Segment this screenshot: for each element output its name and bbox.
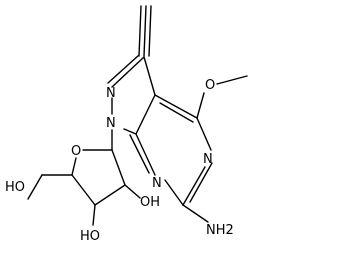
bond-c3a-c4-double	[159, 102, 194, 123]
bond-c3-n2-double	[107, 54, 140, 84]
bond-alkyne-1	[138, 5, 142, 57]
bond-c4-o	[196, 92, 205, 119]
bond-c5prime-oh	[27, 174, 43, 200]
atom-n1: N	[106, 116, 116, 131]
bond-c3a-c4	[154, 94, 198, 119]
atom-n2: N	[106, 86, 116, 101]
atom-n-pyrimidine-left: N	[152, 176, 162, 191]
bond-c3a-c7a	[135, 94, 156, 135]
methoxy-group	[196, 75, 248, 119]
pyrimidine-ring	[129, 94, 213, 206]
bond-n1-c7a	[123, 128, 137, 135]
bond-o-ch3	[216, 75, 248, 85]
bond-n5-c6-double	[189, 162, 213, 203]
bond-n7-c7a-double	[129, 134, 150, 174]
bond-c2prime-oh	[124, 184, 141, 199]
atom-oh-3prime: HO	[80, 229, 100, 244]
bond-c2prime-c3prime	[94, 184, 126, 206]
ribose-ring	[71, 149, 126, 206]
bond-c6-n7	[164, 179, 184, 206]
bond-n5-c6	[182, 166, 206, 206]
hydroxyl-bonds	[27, 174, 141, 226]
bond-c1prime-c2prime	[111, 149, 126, 186]
atom-amine: NH2	[206, 223, 234, 238]
bond-c3prime-c4prime	[71, 174, 96, 206]
bond-c4prime-o	[71, 157, 77, 176]
bond-c6-nh2	[182, 204, 209, 223]
atom-ring-o: O	[71, 144, 81, 159]
bond-c3-c3a	[143, 56, 156, 96]
bond-n7-c7a	[135, 133, 156, 176]
atom-oh-5prime: HO	[5, 180, 25, 195]
atom-n-pyrimidine-right: N	[203, 152, 213, 167]
bond-alkyne-2	[143, 5, 147, 57]
ethynyl-group	[138, 5, 152, 57]
bond-c4-n5	[196, 117, 212, 151]
atom-methoxy-o: O	[205, 78, 215, 93]
pyrazole-ring	[107, 54, 156, 135]
bond-c3prime-oh	[92, 204, 96, 226]
atom-oh-2prime: OH	[140, 195, 160, 210]
bond-alkyne-3	[148, 5, 152, 57]
bond-c3-n2	[111, 56, 145, 88]
